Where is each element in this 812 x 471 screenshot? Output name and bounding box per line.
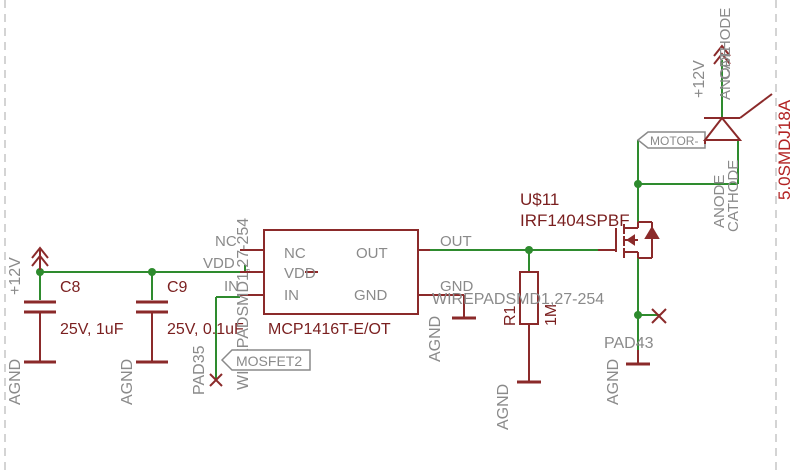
c9-ref: C9 (167, 279, 188, 296)
netlabel-motor-text: MOTOR- (650, 134, 698, 148)
netlabel-mosfet2[interactable]: MOSFET2 (220, 349, 311, 371)
junctions (36, 180, 642, 319)
driver-ext-nc: NC (215, 233, 237, 250)
c9-gnd-label: AGND (119, 359, 136, 405)
capacitor-c8[interactable] (24, 300, 56, 364)
mosfet-ref: U$11 (520, 190, 559, 209)
supply-left-label: +12V (7, 257, 24, 295)
diode-label-bottom-anode: ANODE (711, 175, 728, 228)
driver-ext-gnd: GND (440, 278, 474, 295)
driver-ext-vdd: VDD (203, 255, 235, 272)
driver-ic-pins (240, 249, 476, 320)
driver-pin-nc: NC (284, 245, 306, 262)
diode-label-bottom-cathode: CATHODE (725, 160, 742, 232)
supply-right-symbol[interactable] (713, 44, 731, 65)
wirepad-mid-label: WIREPADSMD1,27-254 (432, 291, 604, 308)
junction-dot (634, 311, 642, 319)
mosfet-u11[interactable] (598, 221, 660, 259)
junction-dot (36, 268, 44, 276)
tvs-diode[interactable] (702, 93, 773, 144)
mosfet-value: IRF1404SPBF (520, 211, 630, 230)
driver-ext-out: OUT (440, 233, 472, 250)
junction-dot (148, 268, 156, 276)
c8-gnd-label: AGND (7, 359, 24, 405)
r1-gnd-label: AGND (495, 384, 512, 430)
driver-pin-in: IN (284, 287, 299, 304)
driver-ref-label: MCP1416T-E/OT (268, 321, 391, 338)
junction-dot (634, 180, 642, 188)
r1-value: 1M (543, 304, 560, 326)
supply-right-label: +12V (691, 60, 708, 98)
junction-dot (525, 246, 533, 254)
pad43-name: PAD43 (604, 335, 654, 352)
pad43-gnd-label: AGND (605, 359, 622, 405)
c9-value: 25V, 0.1uF (167, 321, 244, 338)
driver-pin-vdd: VDD (284, 265, 316, 282)
driver-gnd-label: AGND (427, 316, 444, 362)
pad35-x-marker[interactable] (209, 373, 223, 387)
r1-leads (517, 324, 541, 384)
c8-value: 25V, 1uF (60, 321, 124, 338)
capacitor-c9[interactable] (136, 300, 168, 364)
netlabel-mosfet2-text: MOSFET2 (236, 353, 302, 369)
pad43-x-marker[interactable] (651, 308, 667, 324)
supply-left-symbol[interactable] (31, 246, 49, 270)
driver-pin-out: OUT (356, 245, 388, 262)
driver-ext-in: IN (224, 278, 239, 295)
pad43-ground (626, 350, 650, 366)
pad35-name: PAD35 (191, 345, 208, 395)
diode-label-top-anode: ANODE (717, 47, 734, 100)
c8-ref: C8 (60, 279, 81, 296)
r1-ref: R1 (502, 305, 519, 326)
driver-pin-gnd: GND (354, 287, 388, 304)
pad35-value: WIREPADSMD1,27-254 (235, 218, 252, 390)
netlabel-motor[interactable]: MOTOR- (636, 131, 706, 149)
diode-label-top-cathode: CATHODE (717, 8, 734, 80)
wires (39, 60, 739, 380)
diode-value: 5.0SMDJ18A (775, 99, 794, 200)
